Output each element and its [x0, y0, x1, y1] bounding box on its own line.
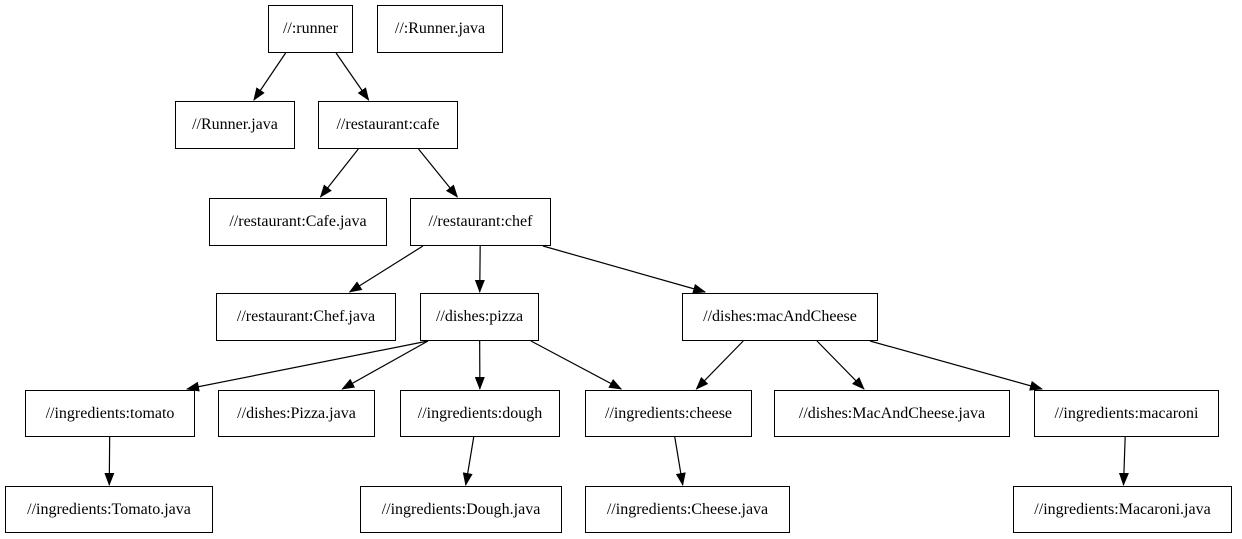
edge-mac-and-cheese-to-macaroni — [869, 340, 1043, 391]
graph-node-pizza: //dishes:pizza — [420, 293, 539, 341]
graph-node-runner: //:runner — [268, 5, 353, 53]
graph-node-cafe: //restaurant:cafe — [318, 101, 458, 149]
edge-pizza-to-pizza-java — [341, 340, 429, 390]
graph-node-tomato-java: //ingredients:Tomato.java — [5, 486, 213, 533]
edge-chef-to-mac-and-cheese — [542, 245, 707, 294]
edge-mac-and-cheese-to-mac-and-cheese-java — [816, 340, 865, 390]
graph-node-cheese: //ingredients:cheese — [585, 390, 752, 437]
edge-dough-to-dough-java — [462, 436, 475, 486]
graph-node-macaroni-java: //ingredients:Macaroni.java — [1013, 486, 1232, 533]
edge-macaroni-to-macaroni-java — [1118, 436, 1129, 486]
edge-runner-to-cafe — [335, 52, 370, 101]
edge-mac-and-cheese-to-cheese — [695, 340, 744, 390]
edge-chef-to-chef-java — [348, 245, 424, 293]
graph-node-macaroni: //ingredients:macaroni — [1034, 390, 1219, 437]
graph-node-mac-and-cheese-java: //dishes:MacAndCheese.java — [774, 390, 1010, 437]
graph-node-dough-java: //ingredients:Dough.java — [360, 486, 562, 533]
graph-node-runner-java: //Runner.java — [175, 101, 295, 149]
edge-pizza-to-tomato — [186, 340, 429, 392]
graph-node-mac-and-cheese: //dishes:macAndCheese — [682, 293, 878, 341]
graph-node-dough: //ingredients:dough — [400, 390, 560, 437]
edge-cheese-to-cheese-java — [674, 436, 686, 486]
edge-cafe-to-cafe-java — [319, 148, 359, 198]
graph-node-pizza-java: //dishes:Pizza.java — [218, 390, 375, 437]
graph-node-runner-java-root: //:Runner.java — [377, 5, 503, 53]
graph-node-cheese-java: //ingredients:Cheese.java — [585, 486, 790, 533]
graph-node-chef: //restaurant:chef — [410, 198, 551, 246]
graph-node-tomato: //ingredients:tomato — [25, 390, 195, 437]
edge-cafe-to-chef — [418, 148, 459, 198]
edge-runner-to-runner-java — [253, 52, 287, 101]
graph-node-cafe-java: //restaurant:Cafe.java — [209, 198, 387, 246]
graph-node-chef-java: //restaurant:Chef.java — [216, 293, 396, 341]
edge-pizza-to-cheese — [530, 340, 623, 390]
